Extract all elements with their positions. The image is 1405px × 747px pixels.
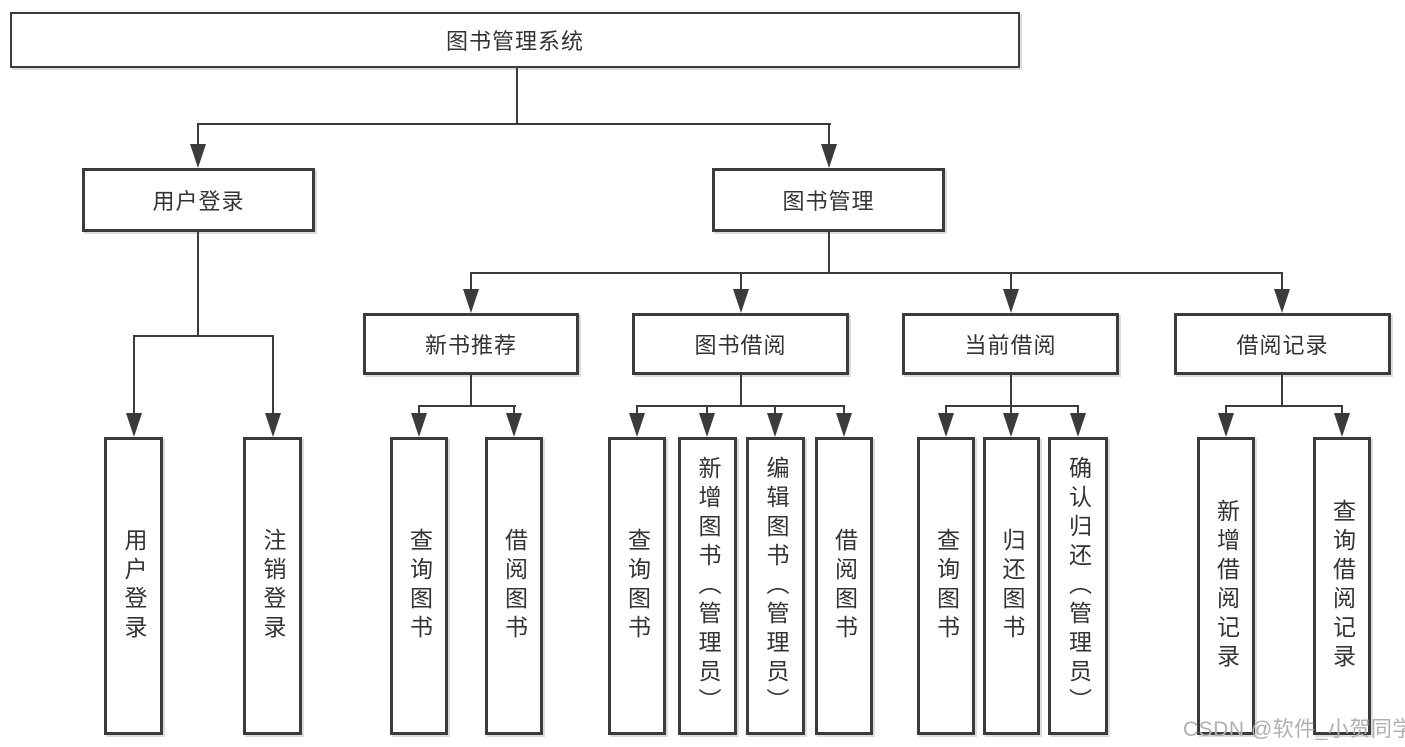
node-label: 图书管理系统 xyxy=(445,29,584,54)
leaf-add-books-admin: 新增图书（管理员） xyxy=(678,437,737,735)
arrow-down-icon xyxy=(1070,413,1086,437)
connector-line xyxy=(1225,405,1227,415)
connector-line xyxy=(197,123,831,125)
connector-line xyxy=(828,123,830,146)
node-book-borrow: 图书借阅 xyxy=(632,313,849,375)
node-label: 用户登录 xyxy=(121,528,147,644)
connector-line xyxy=(418,405,420,415)
connector-line xyxy=(272,335,274,414)
node-label: 注销登录 xyxy=(260,528,286,644)
leaf-user-login: 用户登录 xyxy=(104,437,163,735)
leaf-logout: 注销登录 xyxy=(243,437,302,735)
arrow-down-icon xyxy=(1003,413,1019,437)
connector-line xyxy=(1077,405,1079,415)
node-label: 借阅记录 xyxy=(1236,333,1329,358)
connector-line xyxy=(1010,375,1012,405)
connector-line xyxy=(470,272,1283,274)
leaf-query-borrow-record: 查询借阅记录 xyxy=(1313,437,1371,735)
node-label: 确认归还（管理员） xyxy=(1065,455,1092,717)
arrow-down-icon xyxy=(938,413,954,437)
connector-line xyxy=(513,405,515,415)
node-label: 当前借阅 xyxy=(964,333,1057,358)
connector-line xyxy=(828,232,830,272)
arrow-down-icon xyxy=(1003,289,1019,313)
arrow-down-icon xyxy=(463,289,479,313)
node-label: 归还图书 xyxy=(999,528,1025,644)
connector-line xyxy=(1341,405,1343,415)
node-user-login: 用户登录 xyxy=(82,168,315,232)
node-current-borrow: 当前借阅 xyxy=(902,313,1119,375)
arrow-down-icon xyxy=(1218,413,1234,437)
node-label: 查询借阅记录 xyxy=(1329,499,1356,673)
arrow-down-icon xyxy=(699,413,715,437)
connector-line xyxy=(470,272,472,290)
arrow-down-icon xyxy=(265,413,281,437)
node-label: 用户登录 xyxy=(152,189,245,214)
leaf-query-books-current: 查询图书 xyxy=(917,437,975,735)
connector-line xyxy=(133,335,274,337)
connector-line xyxy=(740,272,742,290)
connector-line xyxy=(418,405,516,407)
node-book-management: 图书管理 xyxy=(712,168,945,232)
node-label: 查询图书 xyxy=(933,528,960,644)
arrow-down-icon xyxy=(190,144,206,168)
connector-line xyxy=(133,335,135,414)
node-label: 新书推荐 xyxy=(424,333,517,358)
connector-line xyxy=(706,405,708,415)
node-label: 图书管理 xyxy=(782,189,875,214)
arrow-down-icon xyxy=(411,413,427,437)
leaf-edit-books-admin: 编辑图书（管理员） xyxy=(746,437,805,735)
arrow-down-icon xyxy=(733,289,749,313)
leaf-borrow-books: 借阅图书 xyxy=(815,437,873,735)
arrow-down-icon xyxy=(1274,289,1290,313)
node-label: 查询图书 xyxy=(406,528,433,644)
connector-line xyxy=(740,375,742,405)
leaf-borrow-books-recommend: 借阅图书 xyxy=(485,437,543,735)
connector-line xyxy=(197,232,199,335)
connector-line xyxy=(1010,405,1012,415)
watermark: CSDN @软件_小贺同学 xyxy=(1183,718,1405,741)
arrow-down-icon xyxy=(506,413,522,437)
connector-line xyxy=(1281,375,1283,405)
node-label: 新增图书（管理员） xyxy=(695,455,721,717)
arrow-down-icon xyxy=(836,413,852,437)
leaf-confirm-return-admin: 确认归还（管理员） xyxy=(1048,437,1108,735)
node-label: 编辑图书（管理员） xyxy=(763,455,789,717)
node-new-book-recommend: 新书推荐 xyxy=(363,313,579,375)
connector-line xyxy=(945,405,1079,407)
connector-line xyxy=(197,123,199,146)
connector-line xyxy=(636,405,845,407)
arrow-down-icon xyxy=(821,144,837,168)
arrow-down-icon xyxy=(126,413,142,437)
node-label: 借阅图书 xyxy=(501,528,528,644)
arrow-down-icon xyxy=(1334,413,1350,437)
node-borrow-record: 借阅记录 xyxy=(1174,313,1391,375)
leaf-query-books-recommend: 查询图书 xyxy=(390,437,448,735)
connector-line xyxy=(774,405,776,415)
connector-line xyxy=(945,405,947,415)
connector-line xyxy=(636,405,638,415)
connector-line xyxy=(470,375,472,405)
connector-line xyxy=(1010,272,1012,290)
connector-line xyxy=(843,405,845,415)
connector-line xyxy=(1281,272,1283,290)
node-label: 新增借阅记录 xyxy=(1213,499,1240,673)
node-label: 借阅图书 xyxy=(831,528,858,644)
node-library-system: 图书管理系统 xyxy=(10,12,1020,68)
arrow-down-icon xyxy=(767,413,783,437)
connector-line xyxy=(1225,405,1343,407)
node-label: 图书借阅 xyxy=(694,333,787,358)
connector-line xyxy=(516,68,518,123)
leaf-return-books: 归还图书 xyxy=(983,437,1040,735)
arrow-down-icon xyxy=(629,413,645,437)
node-label: 查询图书 xyxy=(624,528,651,644)
leaf-add-borrow-record: 新增借阅记录 xyxy=(1197,437,1255,735)
leaf-query-books-borrow: 查询图书 xyxy=(608,437,666,735)
